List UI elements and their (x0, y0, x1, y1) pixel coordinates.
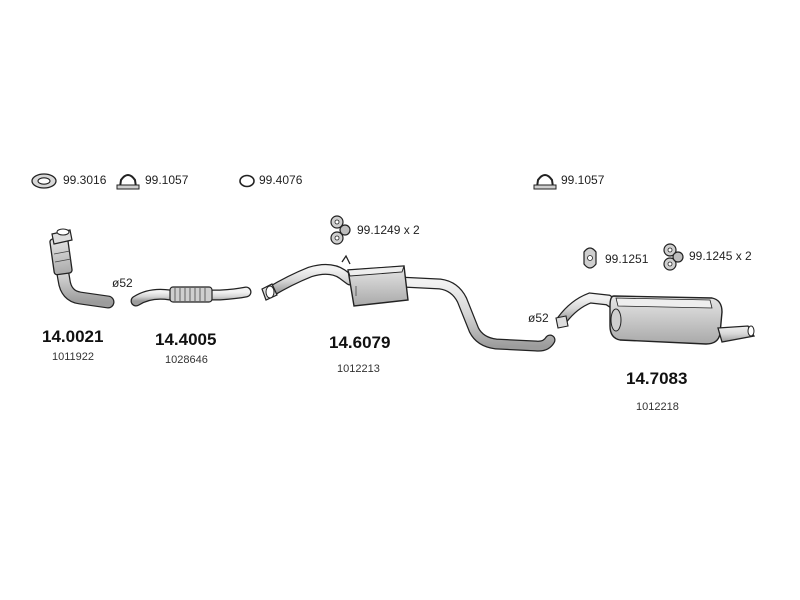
oe-reference: 1011922 (52, 351, 95, 363)
accessory-code: 99.1249 x 2 (357, 223, 420, 237)
front-pipe-icon (49, 228, 115, 309)
rubber-hanger-icon (330, 215, 351, 245)
part-number: 14.0021 (42, 327, 104, 346)
diameter-label: ø52 (112, 276, 133, 290)
part-number: 14.6079 (329, 333, 391, 352)
clamp-icon (116, 174, 140, 190)
rubber-mount-icon (583, 247, 597, 269)
diameter-label: ø52 (528, 311, 549, 325)
accessory-code: 99.4076 (259, 173, 303, 187)
oe-reference: 1012218 (636, 401, 679, 413)
oe-reference: 1012213 (337, 363, 380, 375)
accessory-code: 99.1057 (561, 173, 605, 187)
accessory-code: 99.1057 (145, 173, 189, 187)
rear-silencer-icon (555, 292, 756, 345)
clamp-icon (533, 174, 557, 190)
rubber-hanger-icon (663, 243, 684, 271)
flex-pipe-icon (130, 286, 252, 307)
accessory-code: 99.1245 x 2 (689, 249, 752, 263)
o-ring-icon (239, 174, 255, 188)
accessory-code: 99.3016 (63, 173, 107, 187)
accessory-code: 99.1251 (605, 252, 649, 266)
gasket-ring-icon (31, 173, 57, 189)
part-number: 14.4005 (155, 330, 217, 349)
middle-silencer-icon (261, 254, 556, 352)
part-number: 14.7083 (626, 369, 688, 388)
oe-reference: 1028646 (165, 354, 208, 366)
